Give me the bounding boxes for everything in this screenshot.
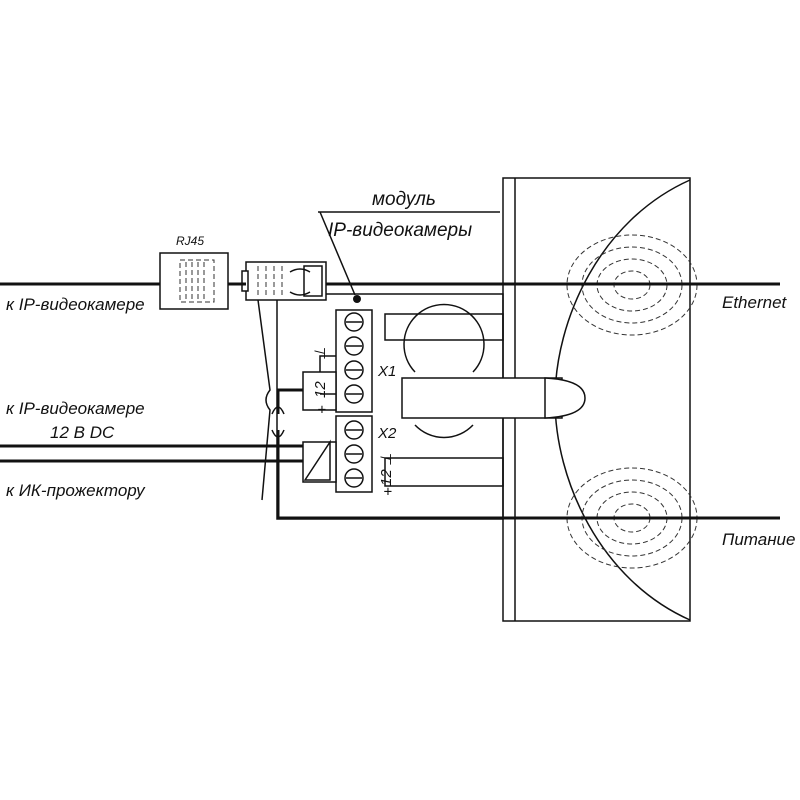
x2-label: X2: [377, 425, 397, 442]
to-camera-power-label-2: 12 В DC: [50, 423, 115, 442]
x1-label: X1: [377, 363, 396, 380]
x1-plus-label: +: [314, 405, 331, 414]
terminal-block-x1: [335, 295, 373, 413]
x2-value-label: 12: [378, 469, 395, 486]
module-leader-line: [318, 211, 500, 296]
wires: [0, 282, 780, 520]
x1-value-label: 12: [312, 381, 329, 398]
x2-ground-label: ⊥: [378, 453, 395, 466]
to-camera-power-label-1: к IP-видеокамере: [6, 399, 145, 418]
rj45-label: RJ45: [176, 234, 204, 248]
terminal-block-x2: [335, 415, 373, 493]
rj45-coupler: [159, 252, 229, 310]
to-camera-ethernet-label: к IP-видеокамере: [6, 295, 145, 314]
rj45-plug: [241, 261, 327, 301]
module-label-line2: IP-видеокамеры: [328, 220, 472, 241]
to-ir-label: к ИК-прожектору: [6, 481, 146, 500]
x1-jumper: [302, 355, 337, 411]
x2-plus-label: +: [380, 487, 397, 496]
ethernet-label: Ethernet: [722, 293, 788, 312]
ethernet-cable-sheath: [257, 299, 271, 501]
module-label-line1: модуль: [372, 189, 436, 210]
x1-ground-label: ⊥: [312, 347, 329, 360]
power-label: Питание: [722, 530, 795, 549]
x2-jumper: [302, 439, 337, 483]
